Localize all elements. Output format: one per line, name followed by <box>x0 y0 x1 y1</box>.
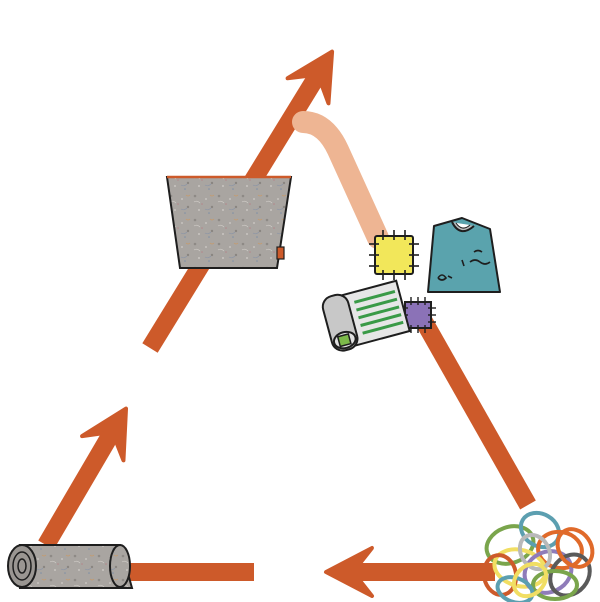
yellow-patch-icon <box>369 230 419 280</box>
arrow-bottom-left-head <box>324 546 374 598</box>
arrow-right-side-down-shaft <box>414 313 536 510</box>
fiber-loop <box>555 527 595 569</box>
fiber-tangle-icon <box>481 510 595 602</box>
fiber-loop <box>548 552 592 598</box>
felt-roll-icon <box>7 544 134 589</box>
arrow-left-small-up-shaft <box>38 429 120 550</box>
tshirt-icon <box>427 217 501 293</box>
arrow-left-small-up-head <box>80 406 129 463</box>
felt-bag-icon <box>165 175 293 269</box>
fiber-loop <box>531 569 579 601</box>
purple-patch-icon <box>400 297 436 333</box>
light-connector <box>292 111 389 249</box>
arrows <box>38 49 536 598</box>
arrow-left-side-up-head <box>285 49 335 106</box>
fiber-loop <box>511 561 549 599</box>
striped-fabric-roll-icon <box>321 279 411 352</box>
